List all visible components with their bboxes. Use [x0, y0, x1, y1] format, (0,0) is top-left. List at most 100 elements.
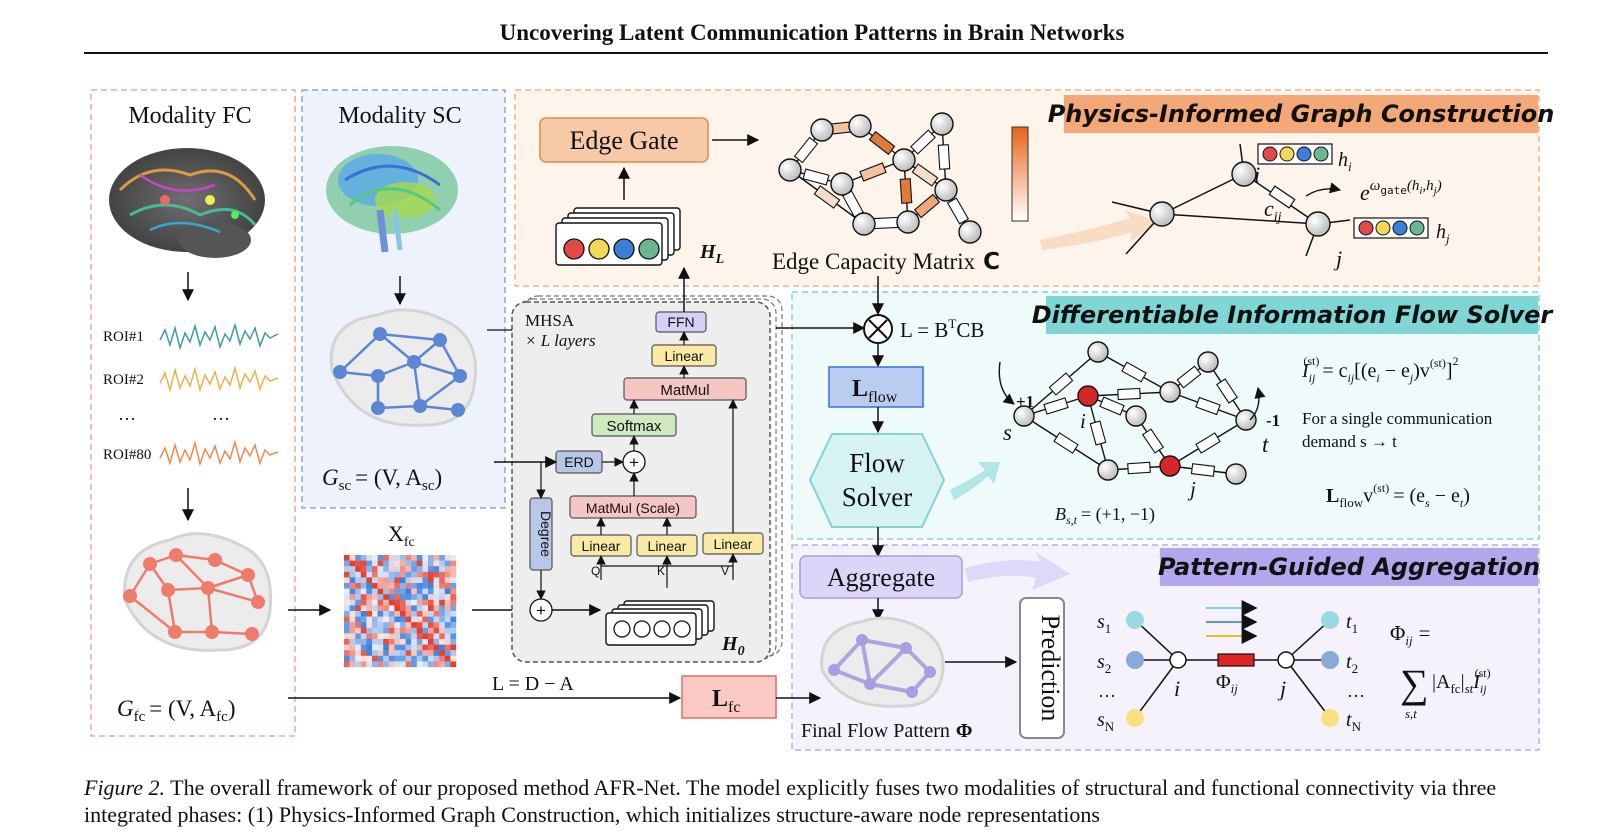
xfc-cell [433, 616, 440, 623]
xfc-cell [360, 594, 367, 600]
xfc-cell [428, 583, 434, 589]
xfc-cell [422, 583, 429, 589]
xfc-cell [422, 627, 429, 634]
xfc-cell [377, 639, 384, 645]
xfc-cell [450, 560, 457, 567]
xfc-cell [400, 616, 406, 623]
xfc-cell [372, 571, 378, 578]
xfc-cell [422, 633, 429, 640]
agg-sum-term: |Afc|stIij(st) [1432, 666, 1491, 696]
xfc-cell [349, 644, 356, 651]
xfc-cell [416, 555, 423, 561]
flow-node [1235, 409, 1257, 431]
xfc-cell [383, 616, 389, 623]
agg-sdots: … [1098, 681, 1116, 701]
flow-edge-resistor [1127, 461, 1151, 475]
xfc-cell [405, 639, 412, 645]
xfc-cell [377, 650, 384, 656]
xfc-cell [372, 650, 378, 656]
ffn-label: FFN [667, 314, 694, 330]
xfc-cell [444, 560, 451, 567]
xfc-cell [383, 566, 389, 572]
roi-label-2: ROI#2 [103, 372, 144, 388]
xfc-cell [355, 566, 361, 572]
xfc-cell [372, 588, 378, 595]
xfc-cell [344, 622, 350, 628]
xfc-cell [422, 622, 429, 628]
flow-edge-resistor [1176, 365, 1202, 389]
incidence-label: Bs,t= (+1, −1) [1055, 504, 1155, 527]
sc-title: Modality SC [338, 103, 461, 129]
xfc-cell [360, 616, 367, 623]
fc-panel [90, 89, 296, 737]
xfc-cell [372, 639, 378, 645]
solver-flow-arrow [950, 462, 1000, 500]
capacity-edge-weight [899, 178, 913, 204]
lflow-box [828, 366, 924, 408]
xfc-cell [349, 633, 356, 640]
xfc-cell [344, 650, 350, 656]
xfc-cell [360, 627, 367, 634]
xfc-cell [405, 560, 412, 567]
xfc-cell [372, 644, 378, 651]
xfc-cell [422, 639, 429, 645]
xfc-cell [360, 622, 367, 628]
xfc-cell [400, 622, 406, 628]
xfc-cell [411, 644, 417, 651]
xfc-cell [428, 560, 434, 567]
xfc-cell [366, 605, 373, 612]
xfc-cell [428, 650, 434, 656]
xfc-cell [400, 644, 406, 651]
xfc-cell [411, 650, 417, 656]
hl-stack [555, 207, 681, 266]
xfc-cell [383, 633, 389, 640]
xfc-cell [394, 577, 401, 584]
flow-edge-resistor [1195, 396, 1221, 416]
xfc-cell [344, 655, 350, 662]
h0-label: H0 [721, 633, 745, 659]
fc-brain-image [109, 148, 265, 258]
xfc-cell [355, 605, 361, 612]
aggregation-banner [1160, 548, 1538, 586]
xfc-cell [439, 644, 445, 651]
xfc-cell [388, 661, 395, 668]
xfc-cell [422, 661, 429, 668]
flow-inflow-arrow [998, 361, 1015, 405]
xfc-cell [383, 622, 389, 628]
xfc-cell [344, 644, 350, 651]
linear-top-label: Linear [665, 348, 704, 364]
xfc-cell [444, 583, 451, 589]
attention-plus-sign: + [629, 453, 639, 472]
xfc-cell [439, 583, 445, 589]
xfc-cell [405, 611, 412, 617]
flow-node [1125, 405, 1147, 427]
xfc-cell [360, 611, 367, 617]
flow-node-i: i [1080, 409, 1086, 433]
xfc-cell [405, 627, 412, 634]
otimes-cross-2 [868, 319, 888, 339]
xfc-cell [416, 583, 423, 589]
xfc-cell [383, 661, 389, 668]
xfc-cell [400, 577, 406, 584]
linear-v-label: Linear [714, 536, 753, 552]
xfc-cell [377, 605, 384, 612]
xfc-cell [416, 627, 423, 634]
xfc-cell [388, 605, 395, 612]
xfc-cell [411, 555, 417, 561]
xfc-cell [377, 616, 384, 623]
flow-edge-resistor [1190, 463, 1216, 477]
agg-phi: Φij [1216, 671, 1238, 696]
xfc-cell [439, 627, 445, 634]
linear-k-label: Linear [648, 538, 687, 554]
xfc-cell [439, 571, 445, 578]
xfc-cell [428, 633, 434, 640]
agg-node-i: i [1174, 676, 1180, 701]
xfc-cell [377, 655, 384, 662]
xfc-cell [355, 599, 361, 606]
xfc-cell [450, 627, 457, 634]
xfc-cell [372, 661, 378, 668]
xfc-cell [428, 639, 434, 645]
capacity-node [830, 172, 854, 196]
xfc-cell [377, 594, 384, 600]
xfc-cell [416, 594, 423, 600]
